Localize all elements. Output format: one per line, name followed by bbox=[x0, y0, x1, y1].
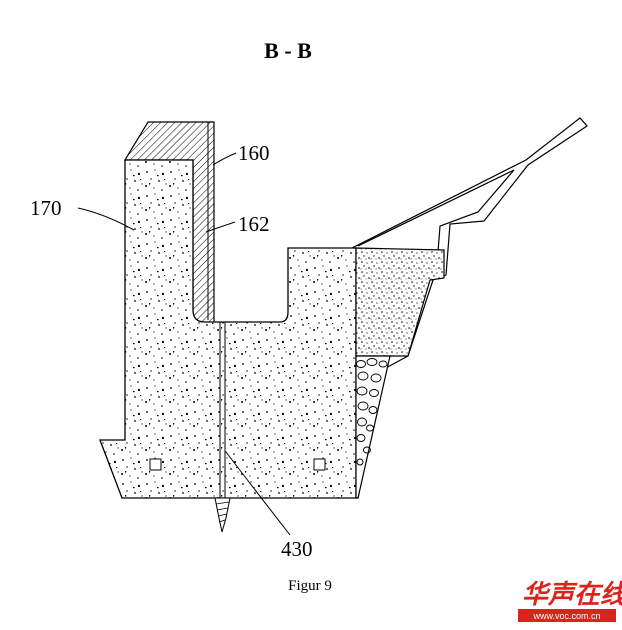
watermark-url: www.voc.com.cn bbox=[532, 611, 600, 621]
slope-inner-line bbox=[357, 169, 515, 253]
gravel-layer bbox=[355, 355, 391, 499]
watermark-url-bar bbox=[518, 609, 616, 622]
watermark-text: 华声在线 bbox=[522, 580, 622, 610]
concrete-wall bbox=[99, 159, 357, 499]
label-430: 430 bbox=[281, 537, 313, 561]
drain-square-left bbox=[149, 458, 162, 471]
leader-160 bbox=[212, 152, 237, 166]
drain-square-right bbox=[313, 458, 326, 471]
slope-outline bbox=[351, 117, 588, 499]
anchor-rod bbox=[214, 322, 231, 533]
label-160: 160 bbox=[238, 141, 270, 165]
leader-430 bbox=[225, 451, 291, 536]
backfill-block bbox=[355, 247, 445, 357]
label-162: 162 bbox=[238, 212, 270, 236]
label-170: 170 bbox=[30, 196, 62, 220]
section-title: B - B bbox=[264, 38, 312, 63]
watermark-logo: 华声在线 www.voc.com.cn bbox=[518, 580, 622, 622]
figure-caption: Figur 9 bbox=[288, 578, 332, 594]
leader-170 bbox=[77, 207, 135, 231]
leader-162 bbox=[205, 221, 236, 233]
